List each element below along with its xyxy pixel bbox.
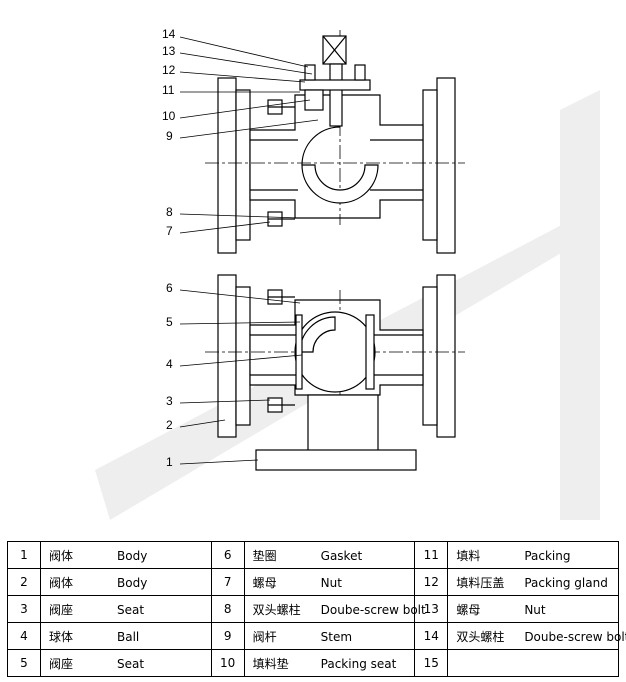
callout-1: 1 [166, 455, 173, 469]
part-name-en: Body [117, 575, 148, 590]
part-name: 球体 Ball [40, 622, 212, 650]
part-name-cn: 螺母 [252, 575, 277, 590]
part-name-en: Stem [320, 629, 353, 644]
part-name: 阀体 Body [40, 568, 212, 596]
part-number: 15 [414, 649, 449, 677]
callout-numbers: 14 13 12 11 10 9 8 7 6 5 4 3 2 1 [162, 27, 176, 469]
part-name-cn: 填料 [456, 548, 481, 563]
part-name-cn: 螺母 [456, 602, 481, 617]
part-name-en: Body [117, 548, 148, 563]
part-name-cn: 垫圈 [252, 548, 277, 563]
table-row: 1 阀体 Body 6 垫圈 Gasket 11 填料 Packing [7, 541, 619, 569]
callout-6: 6 [166, 281, 173, 295]
part-name: 螺母 Nut [447, 595, 619, 623]
callout-5: 5 [166, 315, 173, 329]
part-name: 阀座 Seat [40, 595, 212, 623]
part-name-en: Seat [117, 602, 145, 617]
callout-9: 9 [166, 129, 173, 143]
part-name: 填料压盖 Packing gland [447, 568, 619, 596]
part-name-cn: 阀体 [49, 575, 74, 590]
table-row: 5 阀座 Seat 10 填料垫 Packing seat 15 [7, 649, 619, 677]
callout-3: 3 [166, 394, 173, 408]
part-number: 2 [7, 568, 41, 596]
part-name-en: Packing seat [320, 656, 397, 671]
part-name-cn: 填料垫 [252, 656, 289, 671]
part-name: 阀杆 Stem [243, 622, 416, 650]
part-number: 1 [7, 541, 41, 569]
part-name: 双头螺柱 Doube-screw bolt [243, 595, 426, 623]
upper-valve-view [205, 30, 465, 254]
part-name: 阀体 Body [40, 541, 212, 569]
part-name: 螺母 Nut [243, 568, 416, 596]
part-name-cn: 填料压盖 [456, 575, 505, 590]
part-name-en: Nut [524, 602, 546, 617]
callout-2: 2 [166, 418, 173, 432]
part-name: 填料 Packing [447, 541, 619, 569]
part-name: 垫圈 Gasket [243, 541, 416, 569]
part-number: 8 [210, 595, 245, 623]
part-number: 12 [414, 568, 449, 596]
part-name-en: Packing gland [524, 575, 608, 590]
part-number: 3 [7, 595, 41, 623]
parts-list-table: 1 阀体 Body 6 垫圈 Gasket 11 填料 Packing 2 阀体 Bod… [7, 541, 626, 677]
part-name: 双头螺柱 Doube-screw bolt [447, 622, 626, 650]
callout-14: 14 [162, 27, 176, 41]
callout-12: 12 [162, 63, 176, 77]
leader-lines [179, 36, 319, 465]
part-name-cn: 阀座 [49, 602, 74, 617]
part-name-cn: 阀体 [49, 548, 74, 563]
table-row: 2 阀体 Body 7 螺母 Nut 12 填料压盖 Packing gland [7, 568, 619, 596]
callout-11: 11 [162, 83, 175, 97]
part-name-cn: 球体 [49, 629, 74, 644]
callout-10: 10 [162, 109, 176, 123]
part-number: 7 [210, 568, 245, 596]
part-name-en: Gasket [320, 548, 363, 563]
part-name-cn: 阀杆 [252, 629, 277, 644]
part-name-cn: 双头螺柱 [252, 602, 301, 617]
part-number: 10 [210, 649, 245, 677]
part-name-en: Seat [117, 656, 145, 671]
part-name: 填料垫 Packing seat [243, 649, 416, 677]
part-name-en: Nut [320, 575, 342, 590]
part-name: 阀座 Seat [40, 649, 212, 677]
part-name-cn: 阀座 [49, 656, 74, 671]
valve-drawing: 14 13 12 11 10 9 8 7 6 5 4 3 2 1 [95, 27, 600, 520]
callout-4: 4 [166, 357, 173, 371]
part-number: 9 [210, 622, 245, 650]
part-name-en: Doube-screw bolt [320, 602, 426, 617]
part-name-en: Packing [524, 548, 571, 563]
callout-8: 8 [166, 205, 173, 219]
part-number: 11 [414, 541, 449, 569]
part-number: 4 [7, 622, 41, 650]
part-number: 5 [7, 649, 41, 677]
part-number: 6 [210, 541, 245, 569]
part-name-en: Doube-screw bolt [524, 629, 626, 644]
part-name-cn: 双头螺柱 [456, 629, 505, 644]
part-name [447, 649, 619, 677]
table-row: 4 球体 Ball 9 阀杆 Stem 14 双头螺柱 Doube-screw bol… [7, 622, 626, 650]
lower-valve-view [205, 274, 465, 471]
part-number: 14 [414, 622, 449, 650]
callout-7: 7 [166, 224, 173, 238]
callout-13: 13 [162, 44, 176, 58]
part-name-en: Ball [117, 629, 140, 644]
